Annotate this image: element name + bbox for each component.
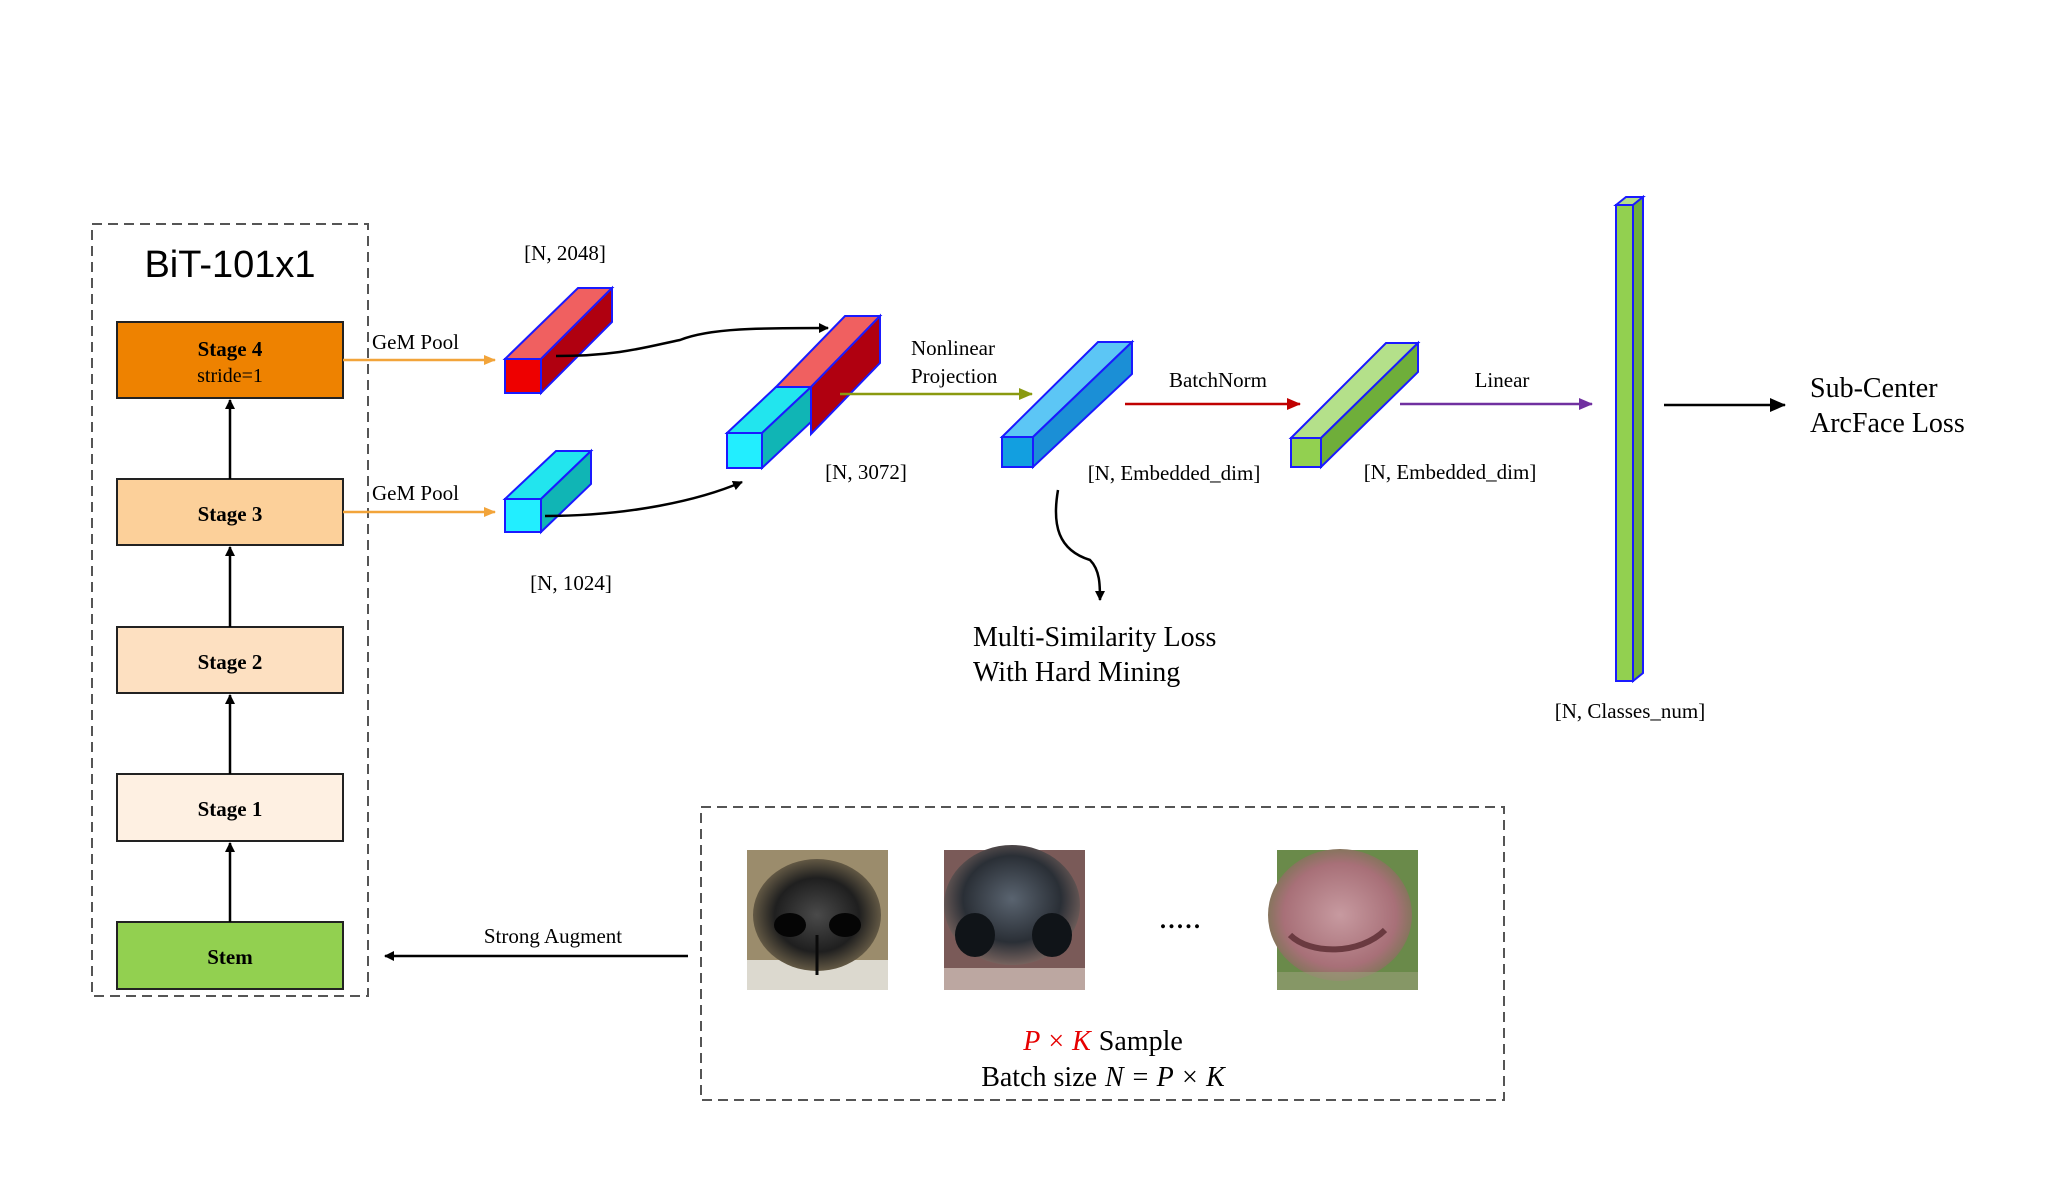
merge-arrow-1024 [544, 480, 743, 518]
batch-size-formula: N = P × K [1104, 1062, 1226, 1093]
linear-label: Linear [1475, 368, 1530, 392]
cow-nose-image-2 [1268, 849, 1418, 990]
stage-1-label: Stage 1 [198, 797, 263, 821]
stage-4-block: Stage 4 stride=1 [116, 321, 344, 399]
stage-1-block: Stage 1 [116, 773, 344, 842]
stage-2-label: Stage 2 [198, 650, 263, 674]
nonlinear-projection-label-line2: Projection [911, 364, 998, 388]
stage-1-box [116, 773, 344, 842]
arcface-loss-line1: Sub-Center [1810, 373, 1938, 404]
pk-sample-times: × [1048, 1026, 1064, 1057]
tensor-embedding-cuboid [999, 339, 1135, 470]
backbone-panel: BiT-101x1 Stage 4 stride=1 Stage 3 Stage… [91, 223, 369, 997]
cow-nose-image-1 [944, 845, 1085, 990]
dog-nose-left-nostril [774, 913, 806, 937]
cow-nose-1-right-nostril [1032, 913, 1072, 957]
pk-sample-k: K [1071, 1026, 1092, 1057]
tensor-logits-cuboid [1613, 194, 1646, 684]
gem-pool-top-label: GeM Pool [372, 330, 459, 354]
backbone-dashed-border [91, 223, 369, 997]
tensor-embedding-front-face [1001, 436, 1034, 468]
stage-3-box [116, 478, 344, 546]
batchnorm-label: BatchNorm [1169, 368, 1267, 392]
tensor-1024-cuboid [502, 448, 594, 535]
tensor-normalized-cuboid [1288, 340, 1421, 470]
tensor-3072-cuboid [724, 313, 883, 471]
tensor-normalized-shape-label: [N, Embedded_dim] [1364, 460, 1537, 484]
sample-ellipsis: ..... [1159, 899, 1202, 936]
cow-nose-2-shape [1268, 849, 1412, 981]
batch-size-prefix: Batch size [981, 1062, 1097, 1093]
multi-similarity-loss-line1: Multi-Similarity Loss [973, 622, 1216, 653]
stage-4-label: Stage 4 [198, 337, 263, 361]
tensor-2048-cuboid [502, 285, 615, 396]
stage-4-sublabel: stride=1 [197, 365, 263, 387]
strong-augment-label: Strong Augment [484, 924, 622, 948]
cow-nose-2-fur [1277, 972, 1418, 990]
pk-sample-word: Sample [1099, 1026, 1183, 1057]
tensor-logits-front-face [1615, 204, 1634, 682]
tensor-1024-front-face [504, 498, 542, 533]
cow-nose-2-nostril [1287, 927, 1388, 953]
stem-label: Stem [207, 945, 253, 969]
tensor-3072-shape-label: [N, 3072] [825, 460, 907, 484]
pk-sample-p: P [1022, 1026, 1040, 1057]
dog-nose-right-nostril [829, 913, 861, 937]
stage-3-block: Stage 3 [116, 478, 344, 546]
stage-2-block: Stage 2 [116, 626, 344, 694]
tensor-2048-shape-label: [N, 2048] [524, 241, 606, 265]
tensor-embedding-shape-label: [N, Embedded_dim] [1088, 461, 1261, 485]
sampler-dashed-border [700, 806, 1505, 1101]
multi-similarity-loss-line2: With Hard Mining [973, 657, 1180, 688]
stem-block: Stem [116, 921, 344, 990]
stage-3-label: Stage 3 [198, 502, 263, 526]
tensor-1024-shape-label: [N, 1024] [530, 571, 612, 595]
tensor-3072-front-face [726, 432, 763, 469]
merge-arrow-2048 [555, 323, 829, 358]
nonlinear-projection-label-line1: Nonlinear [911, 336, 995, 360]
stem-box [116, 921, 344, 990]
backbone-title: BiT-101x1 [144, 244, 315, 286]
cow-nose-1-left-nostril [955, 913, 995, 957]
dog-nose-shape [753, 859, 881, 971]
tensor-2048-front-face [504, 358, 542, 394]
tensor-logits-side-face [1632, 194, 1644, 684]
gem-pool-bottom-label: GeM Pool [372, 481, 459, 505]
dog-nose-image [747, 850, 888, 990]
tensor-normalized-front-face [1290, 437, 1322, 468]
multi-similarity-arrow [1054, 489, 1105, 601]
tensor-logits-shape-label: [N, Classes_num] [1555, 699, 1706, 723]
cow-nose-1-fur [944, 968, 1085, 990]
arcface-loss-line2: ArcFace Loss [1810, 408, 1965, 439]
